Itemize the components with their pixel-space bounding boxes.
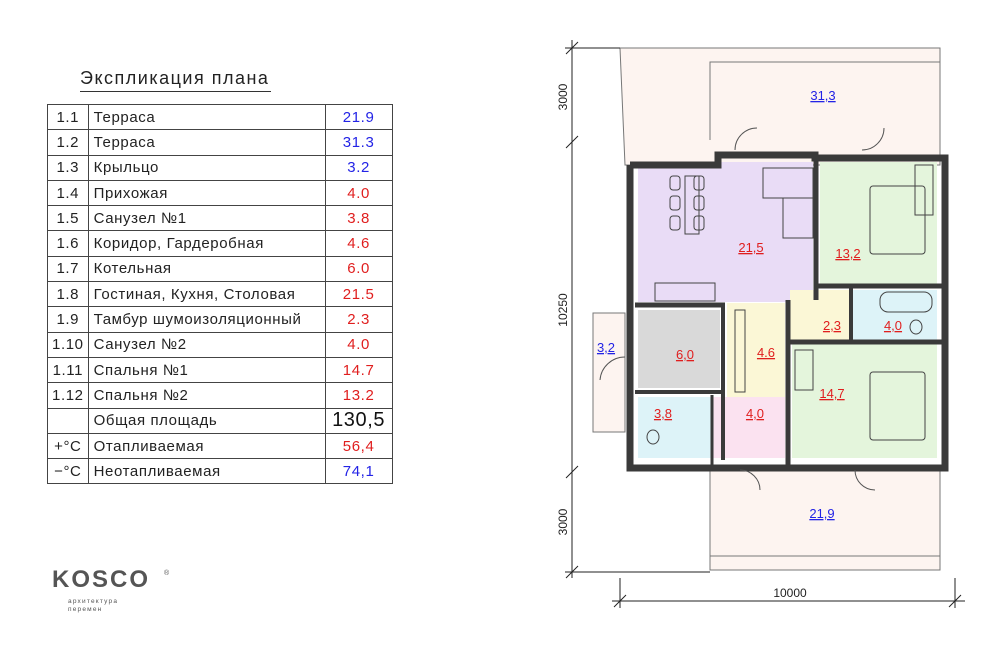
furniture (646, 164, 934, 445)
terrace-bottom (709, 469, 941, 571)
row-number: 1.11 (47, 356, 89, 384)
row-number: 1.8 (47, 281, 89, 308)
label-living: 21,5 (738, 240, 763, 255)
terrace-top (619, 47, 941, 166)
row-number: 1.12 (47, 382, 89, 409)
label-bath-2: 4,0 (884, 318, 902, 333)
row-number: 1.2 (47, 129, 89, 156)
heated-area: 56,4 (324, 432, 393, 460)
row-name: Терраса (87, 129, 326, 156)
room-boiler (638, 310, 720, 388)
label-boiler: 6,0 (676, 347, 694, 362)
dimension-horizontal (612, 578, 965, 608)
logo-tagline-2: перемен (68, 606, 102, 613)
row-area: 4.6 (324, 230, 393, 257)
bathtub-icon (879, 291, 933, 313)
label-terrace-bottom: 21,9 (809, 506, 834, 521)
bed-icon (869, 371, 926, 441)
row-area: 13.2 (324, 382, 393, 409)
row-number: 1.6 (47, 230, 89, 257)
row-area: 4.0 (324, 179, 393, 207)
row-number: 1.1 (47, 103, 89, 131)
logo-tagline-1: архитектура (68, 598, 118, 605)
row-name: Котельная (87, 255, 326, 283)
room-bath-1 (638, 397, 712, 458)
dim-width: 10000 (773, 586, 807, 600)
unheated-area: 74,1 (324, 458, 393, 485)
logo-registered: ® (164, 569, 170, 577)
label-porch: 3,2 (597, 340, 615, 355)
label-hall: 4,0 (746, 406, 764, 421)
total-row: Общая площадь 130,5 (47, 407, 393, 434)
walls (626, 151, 949, 472)
room-living (638, 162, 813, 302)
total-area: 130,5 (324, 407, 393, 434)
doors (734, 127, 885, 491)
row-area: 21.9 (324, 103, 393, 131)
row-name: Терраса (87, 103, 326, 131)
row-name: Крыльцо (87, 154, 326, 181)
bed-icon (869, 185, 926, 255)
label-bedroom-2: 13,2 (835, 246, 860, 261)
label-terrace-top: 31,3 (810, 88, 835, 103)
room-corridor (727, 303, 785, 397)
company-logo: KOSCO ® архитектура перемен (52, 566, 170, 613)
row-number: 1.4 (47, 179, 89, 207)
room-bedroom-1 (792, 343, 937, 458)
explication-title: Экспликация плана (80, 68, 272, 92)
row-area: 3.8 (324, 205, 393, 232)
unheated-label: Неотапливаемая (87, 458, 326, 485)
label-bedroom-1: 14,7 (819, 386, 844, 401)
logo-mark: KOSCO (52, 566, 150, 593)
label-corridor: 4.6 (757, 345, 775, 360)
row-number: 1.9 (47, 306, 89, 333)
label-tambour: 2,3 (823, 318, 841, 333)
row-name: Коридор, Гардеробная (87, 230, 326, 257)
row-area: 3.2 (324, 154, 393, 181)
row-name: Спальня №1 (87, 356, 326, 384)
heated-row: +°C Отапливаемая 56,4 (47, 432, 393, 460)
dim-bottom: 3000 (556, 508, 570, 535)
dim-top: 3000 (556, 83, 570, 110)
row-area: 4.0 (324, 331, 393, 358)
room-bath-2 (853, 290, 937, 340)
row-number: 1.3 (47, 154, 89, 181)
row-area: 2.3 (324, 306, 393, 333)
room-bedroom-2 (820, 162, 937, 284)
row-name: Прихожая (87, 179, 326, 207)
dim-middle: 10250 (556, 293, 570, 327)
row-name: Санузел №1 (87, 205, 326, 232)
heated-symbol: +°C (47, 432, 89, 460)
unheated-symbol: −°C (47, 458, 89, 485)
toilet-icon (646, 429, 660, 445)
row-area: 6.0 (324, 255, 393, 283)
porch (592, 312, 626, 433)
heated-label: Отапливаемая (87, 432, 326, 460)
dimension-vertical (565, 40, 710, 579)
unheated-row: −°C Неотапливаемая 74,1 (47, 458, 393, 485)
room-tambour (790, 290, 850, 340)
toilet-icon (909, 319, 923, 335)
label-bath-1: 3,8 (654, 406, 672, 421)
row-area: 14.7 (324, 356, 393, 384)
row-name: Спальня №2 (87, 382, 326, 409)
row-area: 31.3 (324, 129, 393, 156)
